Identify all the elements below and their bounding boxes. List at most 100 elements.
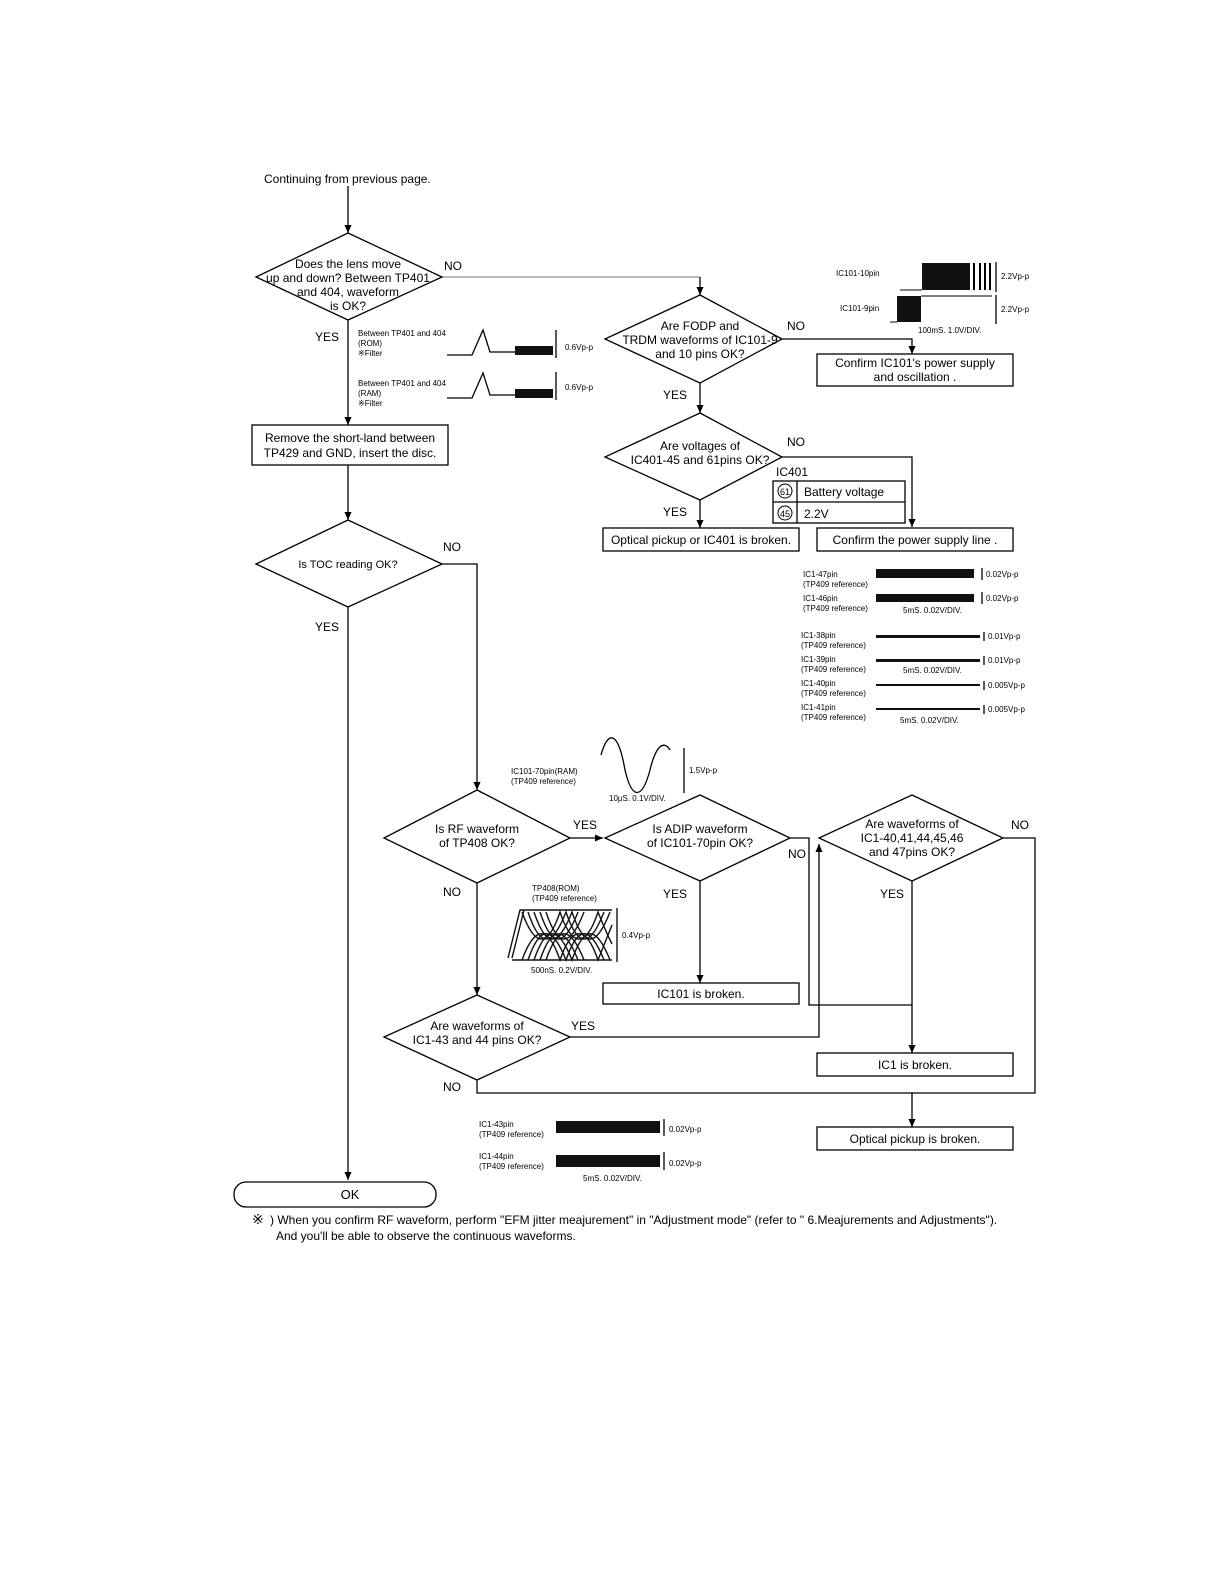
waveform-amp: 0.005Vp-p xyxy=(988,681,1025,690)
decision-text: up and down? Between TP401 xyxy=(266,271,430,285)
yes-label: YES xyxy=(571,1019,595,1033)
pin-number: 61 xyxy=(780,487,790,497)
decision-text: of IC101-70pin OK? xyxy=(647,836,753,850)
waveform-ic101-9-10: IC101-10pin 2.2Vp-p IC101-9pin 2.2Vp-p 1… xyxy=(836,262,1030,335)
box-text: Remove the short-land between xyxy=(265,431,435,445)
waveform-label: (TP409 reference) xyxy=(532,894,597,903)
branch-labels: NO YES NO YES NO YES NO YES YES NO YES N… xyxy=(315,259,1029,1094)
waveform-scale: 100mS. 1.0V/DIV. xyxy=(918,326,981,335)
no-label: NO xyxy=(444,259,462,273)
waveform-label: IC1-46pin xyxy=(803,594,838,603)
box-text: IC101 is broken. xyxy=(657,987,744,1001)
decision-text: TRDM waveforms of IC101-9 xyxy=(622,333,778,347)
waveform-label: (TP409 reference) xyxy=(803,604,868,613)
waveform-scale: 500nS. 0.2V/DIV. xyxy=(531,966,592,975)
waveform-label: (TP409 reference) xyxy=(511,777,576,786)
waveform-label: (TP409 reference) xyxy=(801,713,866,722)
decision-ic1-waves: Are waveforms of IC1-40,41,44,45,46 and … xyxy=(817,794,1005,882)
yes-label: YES xyxy=(315,620,339,634)
decision-text: Is RF waveform xyxy=(435,822,519,836)
waveform-label: TP408(ROM) xyxy=(532,884,580,893)
waveform-amp: 1.5Vp-p xyxy=(689,766,718,775)
footnote: ※ ) When you confirm RF waveform, perfor… xyxy=(252,1211,997,1243)
yes-label: YES xyxy=(663,505,687,519)
waveform-ic1-38-41: IC1-38pin (TP409 reference) 0.01Vp-p IC1… xyxy=(801,631,1025,725)
waveform-amp: 2.2Vp-p xyxy=(1001,305,1030,314)
no-label: NO xyxy=(1011,818,1029,832)
decision-text: Are waveforms of xyxy=(865,817,959,831)
waveform-label: Between TP401 and 404 xyxy=(358,379,446,388)
box-confirm-ic101: Confirm IC101's power supply and oscilla… xyxy=(816,353,1014,387)
waveform-label: (TP409 reference) xyxy=(801,665,866,674)
decision-text: IC401-45 and 61pins OK? xyxy=(631,453,770,467)
continuing-label: Continuing from previous page. xyxy=(264,172,431,186)
box-text: Optical pickup or IC401 is broken. xyxy=(611,533,791,547)
waveform-label: IC1-38pin xyxy=(801,631,836,640)
pin-value: Battery voltage xyxy=(804,485,884,499)
decision-text: Is ADIP waveform xyxy=(652,822,747,836)
decision-lens: Does the lens move up and down? Between … xyxy=(254,232,444,321)
waveform-ic101-70: IC101-70pin(RAM) (TP409 reference) 1.5Vp… xyxy=(511,737,718,803)
waveform-label: IC101-10pin xyxy=(836,269,880,278)
waveform-amp: 0.005Vp-p xyxy=(988,705,1025,714)
waveform-amp: 2.2Vp-p xyxy=(1001,272,1030,281)
ic401-table: IC401 61 Battery voltage 45 2.2V xyxy=(772,465,906,524)
yes-label: YES xyxy=(573,818,597,832)
box-text: IC1 is broken. xyxy=(878,1058,952,1072)
box-text: Confirm IC101's power supply xyxy=(835,356,995,370)
waveform-amp: 0.6Vp-p xyxy=(565,383,594,392)
decision-text: Does the lens move xyxy=(295,257,401,271)
waveform-ic1-47-46: IC1-47pin (TP409 reference) 0.02Vp-p IC1… xyxy=(803,568,1019,615)
decision-rf: Is RF waveform of TP408 OK? xyxy=(382,789,572,884)
box-text: and oscillation . xyxy=(874,370,957,384)
footnote-line2: And you'll be able to observe the contin… xyxy=(276,1229,576,1243)
decision-text: Are waveforms of xyxy=(430,1019,524,1033)
decision-text: of TP408 OK? xyxy=(439,836,515,850)
waveform-tp408-eye: TP408(ROM) (TP409 reference) 0.4Vp-p 500… xyxy=(507,884,651,975)
waveform-label: (TP409 reference) xyxy=(801,641,866,650)
decision-text: Is TOC reading OK? xyxy=(298,559,397,571)
connectors xyxy=(344,186,1036,1180)
waveform-ic1-43-44: IC1-43pin (TP409 reference) 0.02Vp-p IC1… xyxy=(479,1119,702,1183)
decision-text: Are FODP and xyxy=(661,319,739,333)
waveform-label: IC1-39pin xyxy=(801,655,836,664)
waveform-label: IC1-43pin xyxy=(479,1120,514,1129)
no-label: NO xyxy=(443,885,461,899)
waveform-label: (ROM) xyxy=(358,339,382,348)
terminal-text: OK xyxy=(341,1187,360,1202)
waveform-label: IC101-9pin xyxy=(840,304,879,313)
decision-voltages: Are voltages of IC401-45 and 61pins OK? xyxy=(603,412,784,501)
waveform-tp401-rom: Between TP401 and 404 (ROM) ※Filter 0.6V… xyxy=(358,328,594,358)
footnote-mark: ※ xyxy=(252,1211,264,1227)
ic401-title: IC401 xyxy=(776,465,808,479)
waveform-label: ※Filter xyxy=(358,399,383,408)
decision-text: and 404, waveform xyxy=(297,285,399,299)
box-ic1-broken: IC1 is broken. xyxy=(816,1052,1014,1077)
waveform-scale: 10μS. 0.1V/DIV. xyxy=(609,794,666,803)
waveform-amp: 0.01Vp-p xyxy=(988,656,1021,665)
waveform-label: (TP409 reference) xyxy=(803,580,868,589)
decision-text: is OK? xyxy=(330,299,366,313)
waveform-amp: 0.02Vp-p xyxy=(986,570,1019,579)
waveform-scale: 5mS. 0.02V/DIV. xyxy=(903,666,962,675)
waveform-amp: 0.02Vp-p xyxy=(669,1125,702,1134)
waveform-label: (RAM) xyxy=(358,389,381,398)
box-ic101-broken: IC101 is broken. xyxy=(602,982,800,1005)
waveform-amp: 0.02Vp-p xyxy=(986,594,1019,603)
decision-ic1-43-44: Are waveforms of IC1-43 and 44 pins OK? xyxy=(382,994,572,1081)
decision-text: IC1-43 and 44 pins OK? xyxy=(413,1033,542,1047)
box-text: Optical pickup is broken. xyxy=(850,1132,981,1146)
waveform-label: (TP409 reference) xyxy=(479,1162,544,1171)
decision-text: and 10 pins OK? xyxy=(655,347,745,361)
no-label: NO xyxy=(787,435,805,449)
no-label: NO xyxy=(788,847,806,861)
decision-toc: Is TOC reading OK? xyxy=(254,519,444,608)
decision-fodp: Are FODP and TRDM waveforms of IC101-9 a… xyxy=(603,294,784,384)
box-text: TP429 and GND, insert the disc. xyxy=(264,446,437,460)
waveform-amp: 0.01Vp-p xyxy=(988,632,1021,641)
box-optical-ic401: Optical pickup or IC401 is broken. xyxy=(602,527,800,552)
box-text: Confirm the power supply line . xyxy=(833,533,998,547)
decision-text: and 47pins OK? xyxy=(869,845,955,859)
waveform-label: IC1-41pin xyxy=(801,703,836,712)
